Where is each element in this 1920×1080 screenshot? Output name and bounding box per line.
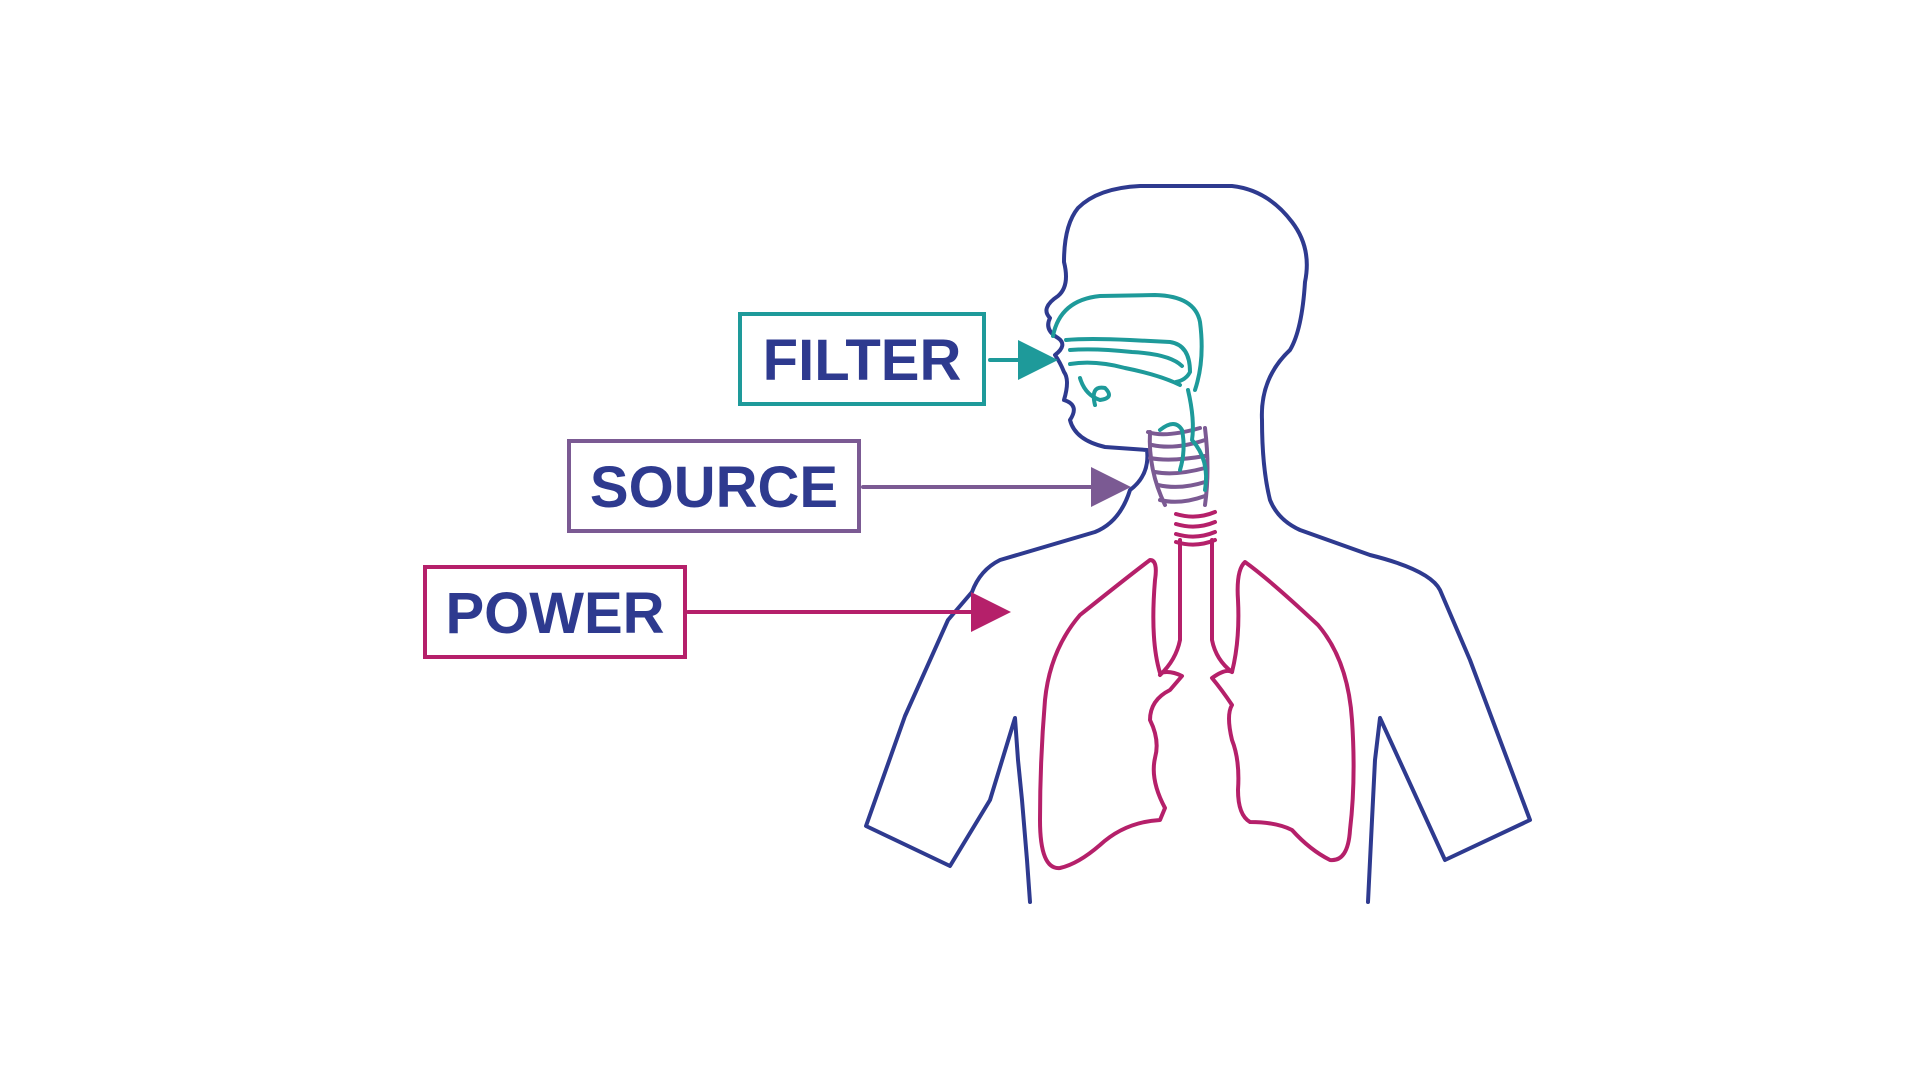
source-label-box: SOURCE — [567, 439, 861, 533]
nasal-cavity — [1051, 293, 1209, 492]
left-lung — [1210, 560, 1356, 863]
trachea-rings — [1174, 510, 1217, 547]
body-outline — [864, 184, 1532, 904]
power-label: POWER — [445, 581, 664, 646]
power-label-box: POWER — [423, 565, 687, 659]
trachea — [1158, 538, 1234, 677]
right-lung — [1038, 558, 1184, 871]
larynx — [1146, 426, 1210, 507]
filter-label: FILTER — [763, 328, 962, 393]
filter-label-box: FILTER — [738, 312, 986, 406]
source-label: SOURCE — [590, 455, 838, 520]
